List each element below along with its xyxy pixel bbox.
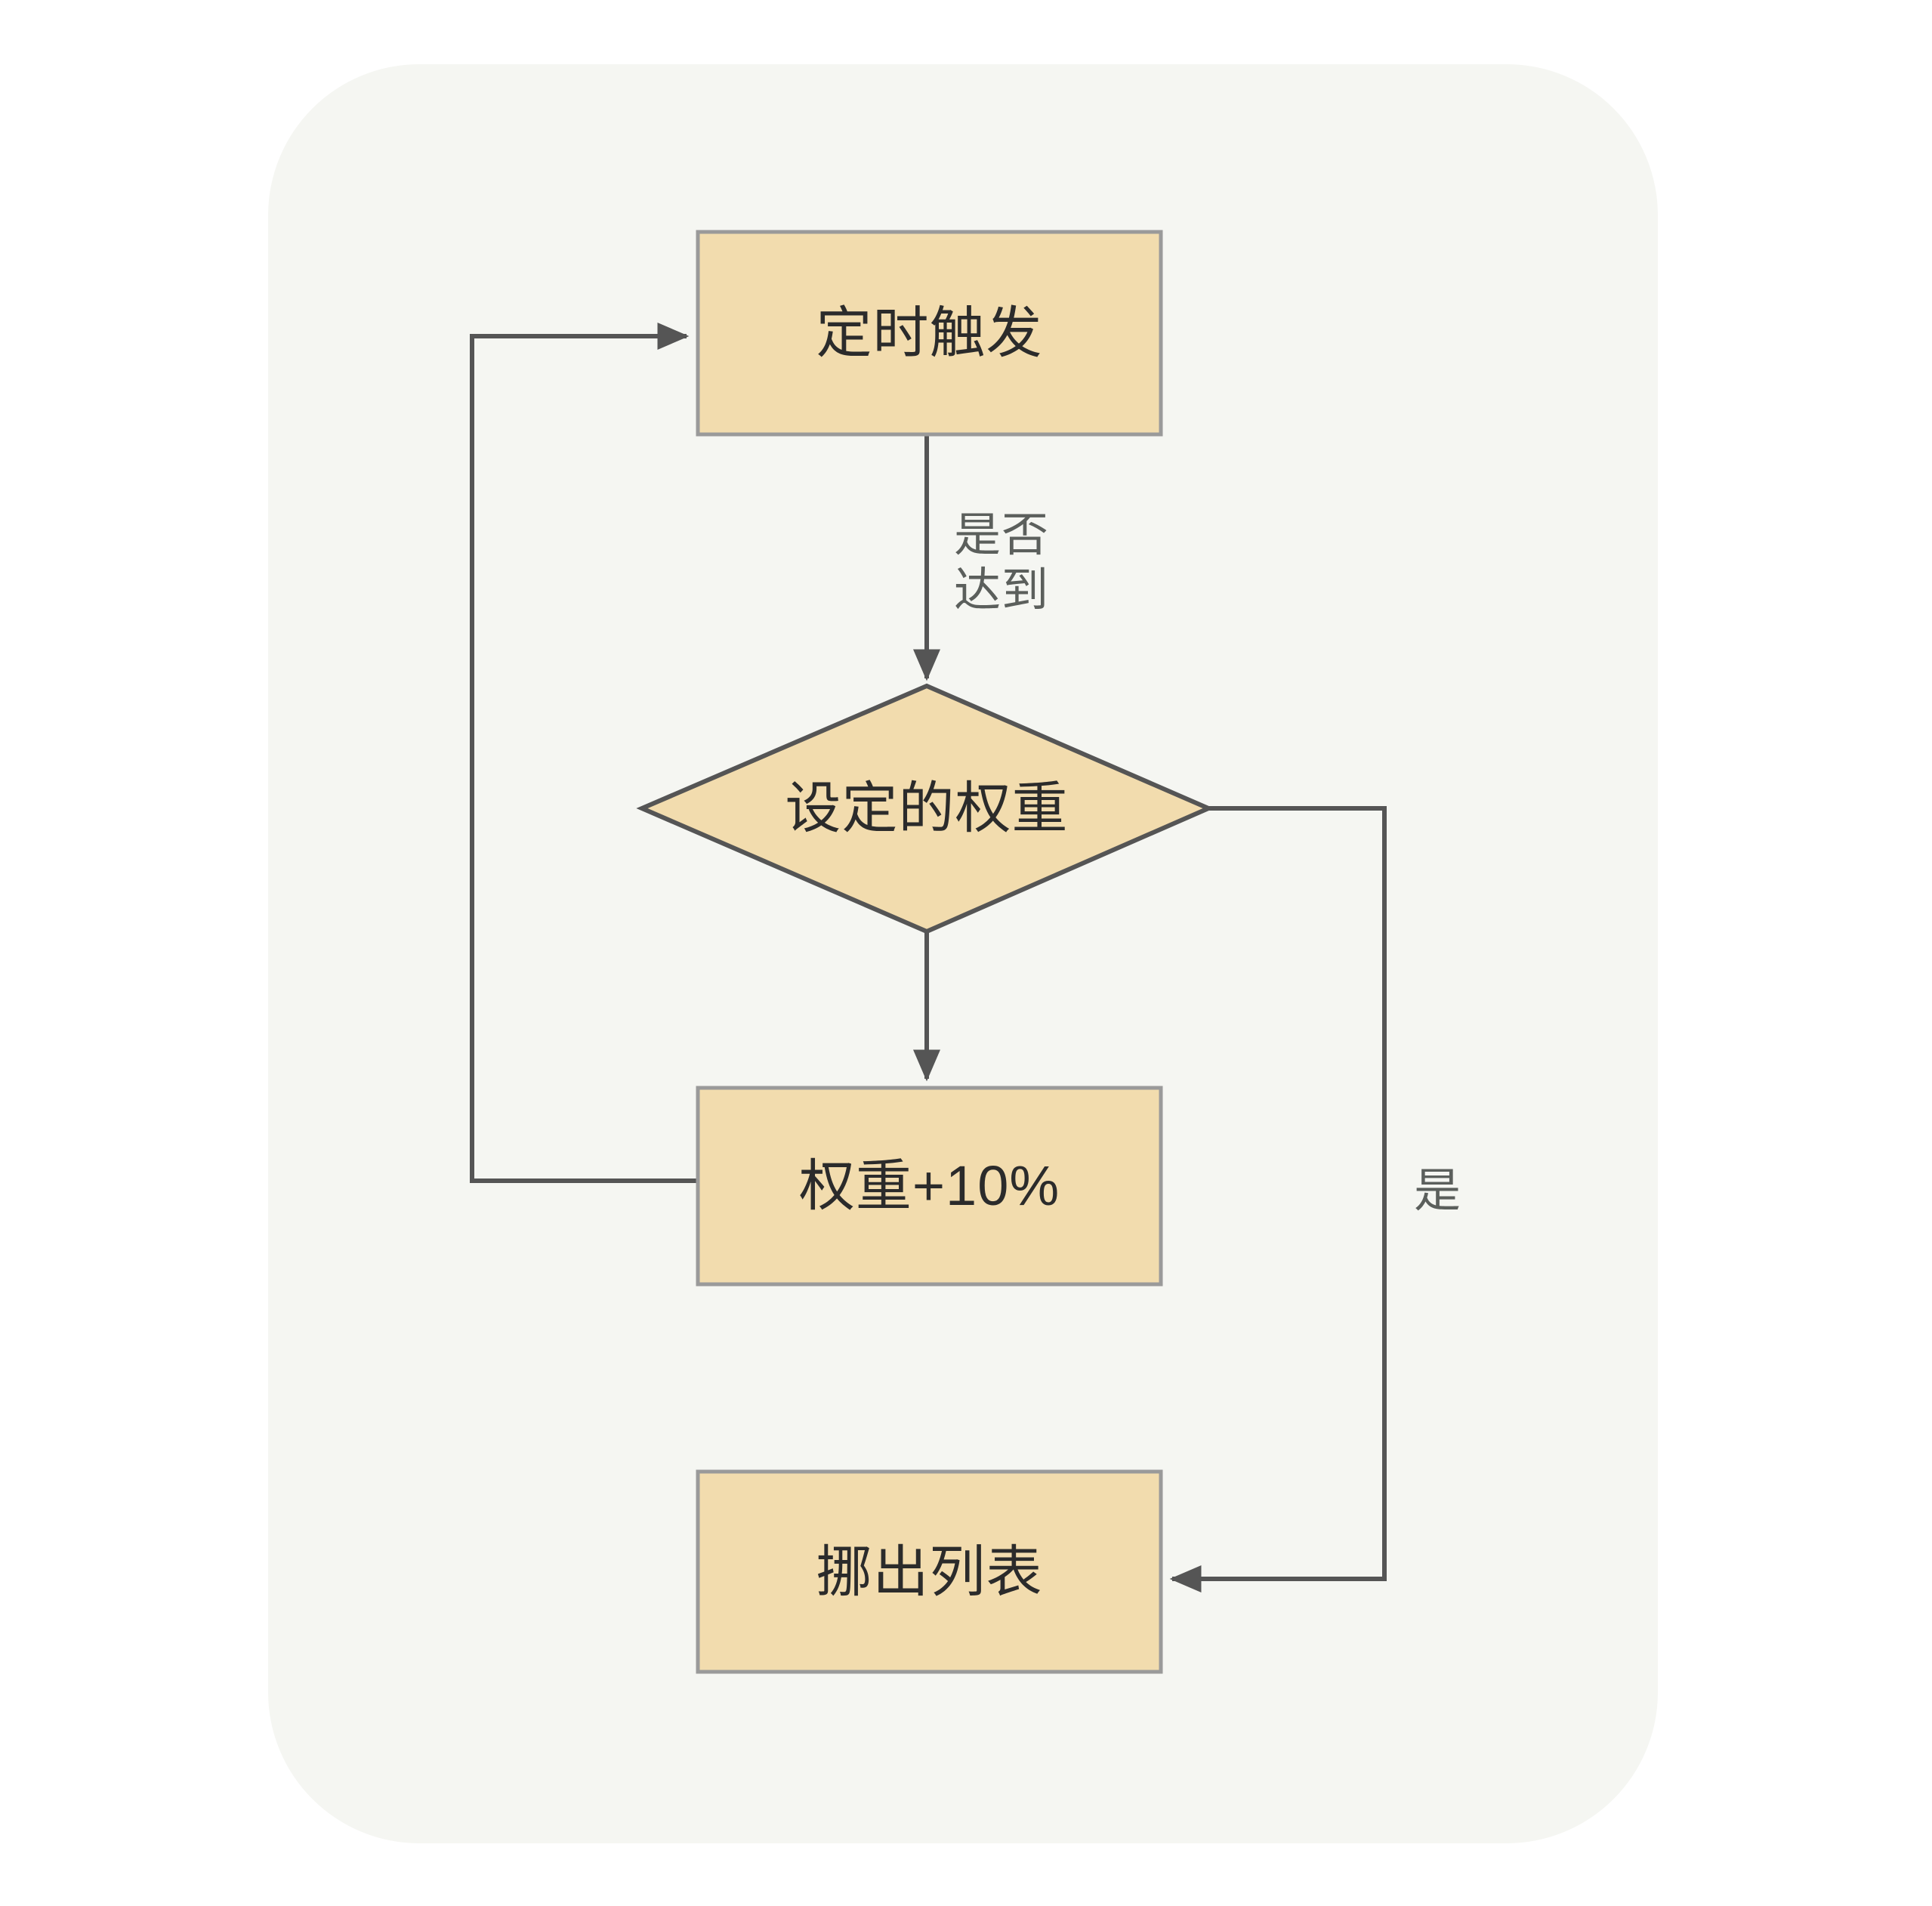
node-layer bbox=[636, 230, 1214, 1674]
node-increase-label: 权重+10% bbox=[798, 1154, 1060, 1218]
edge-label-condition-line2: 达到 bbox=[954, 564, 1050, 616]
edge-label-condition-line1: 是否 bbox=[954, 509, 1050, 561]
node-trigger-shape[interactable] bbox=[696, 230, 1163, 437]
node-decision-label: 设定的权重 bbox=[785, 777, 1069, 840]
node-remove-label: 挪出列表 bbox=[816, 1540, 1043, 1603]
edge-decision-to-remove bbox=[1169, 806, 1387, 1593]
node-trigger-label: 定时触发 bbox=[816, 301, 1043, 365]
node-increase-shape[interactable] bbox=[696, 1086, 1163, 1287]
node-remove-shape[interactable] bbox=[696, 1469, 1163, 1674]
node-decision-shape[interactable] bbox=[636, 683, 1214, 934]
connector-layer bbox=[470, 322, 1387, 1593]
edge-increase-to-trigger bbox=[470, 322, 698, 1183]
edge-label-yes: 是 bbox=[1414, 1165, 1462, 1217]
